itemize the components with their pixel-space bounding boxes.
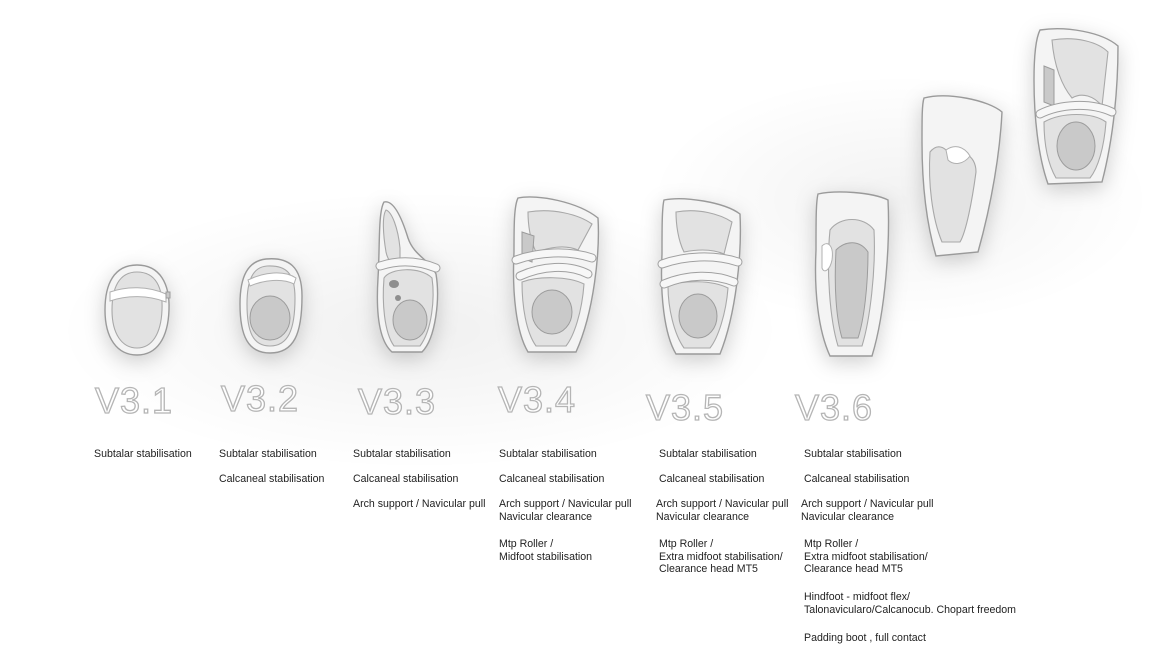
feature-item: Subtalar stabilisation [94, 448, 192, 460]
feature-item: Subtalar stabilisation [499, 448, 597, 460]
version-label-v3-4: V3.4 [497, 378, 577, 420]
insole-model-v3-3 [370, 198, 442, 356]
feature-item: Calcaneal stabilisation [499, 473, 605, 485]
insole-model-v3-5 [654, 194, 746, 360]
feature-item: Subtalar stabilisation [659, 448, 757, 460]
version-label-v3-6: V3.6 [794, 386, 874, 428]
version-label-v3-3: V3.3 [357, 380, 437, 422]
feature-item: Mtp Roller / Extra midfoot stabilisation… [804, 538, 928, 575]
feature-item: Hindfoot - midfoot flex/ Talonavicularo/… [804, 591, 1016, 616]
version-label-v3-5: V3.5 [645, 386, 725, 428]
feature-item: Calcaneal stabilisation [804, 473, 910, 485]
feature-item: Calcaneal stabilisation [659, 473, 765, 485]
feature-item: Arch support / Navicular pull Navicular … [499, 498, 632, 523]
feature-item: Arch support / Navicular pull Navicular … [656, 498, 789, 523]
feature-item: Subtalar stabilisation [804, 448, 902, 460]
feature-item: Padding boot , full contact [804, 632, 926, 644]
feature-item: Arch support / Navicular pull Navicular … [801, 498, 934, 523]
version-label-v3-1: V3.1 [94, 379, 174, 421]
insole-model-v3-6 [810, 190, 894, 360]
feature-item: Subtalar stabilisation [353, 448, 451, 460]
feature-item: Subtalar stabilisation [219, 448, 317, 460]
feature-item: Mtp Roller / Extra midfoot stabilisation… [659, 538, 783, 575]
insole-model-v3-4 [508, 192, 604, 358]
feature-item: Arch support / Navicular pull [353, 498, 486, 510]
insole-model-v3-2 [236, 256, 306, 356]
feature-item: Calcaneal stabilisation [353, 473, 459, 485]
insole-model-unlabeled-2 [1032, 26, 1122, 188]
version-label-v3-2: V3.2 [220, 377, 300, 419]
feature-item: Calcaneal stabilisation [219, 473, 325, 485]
insole-model-v3-1 [102, 262, 172, 358]
feature-item: Mtp Roller / Midfoot stabilisation [499, 538, 593, 563]
insole-model-unlabeled-1 [918, 92, 1006, 262]
